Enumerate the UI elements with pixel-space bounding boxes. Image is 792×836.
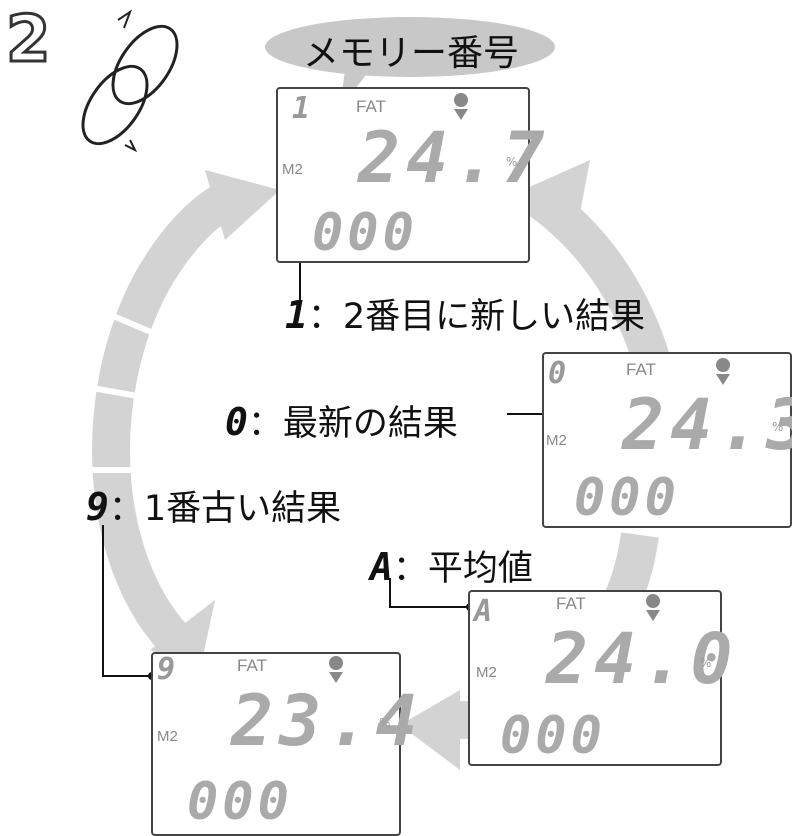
label-text: ：平均値 [392,549,533,589]
mode-label: M2 [476,664,497,681]
fat-value: 24.0 [546,618,739,700]
memory-code: 9 [86,485,109,529]
memory-indicator: 9 [157,652,176,687]
arrowhead-top-right [500,160,590,240]
indicator-triangle-icon [646,610,660,621]
person-icon [454,93,468,107]
person-icon [716,358,730,372]
person-icon [329,656,343,670]
arrow-gap [74,382,161,403]
indicator-triangle-icon [716,374,730,385]
leader-line-oldest [102,525,152,677]
fat-label: FAT [237,656,267,675]
label-newest: 0：最新の結果 [225,395,458,446]
fat-label: FAT [356,97,386,116]
memory-code: 1 [285,293,308,337]
fat-value: 23.4 [231,680,424,762]
arrowhead-top-left [205,170,280,240]
bottom-segments: 000 [500,706,606,766]
memory-indicator: 0 [548,356,567,391]
label-second-newest: 1：2番目に新しい結果 [285,288,645,339]
arrow-gap [78,299,172,343]
indicator-triangle-icon [454,109,468,120]
label-text: ：1番古い結果 [108,489,342,529]
unit-label: % [379,716,391,730]
memory-code: A [370,545,393,589]
cycle-arrow-left [92,183,236,653]
label-average: A：平均値 [370,540,533,591]
lcd-display-top: 1 FAT M2 24.7 % 000 [276,87,545,263]
unit-label: % [772,420,784,434]
memory-indicator: 1 [292,91,311,126]
label-text: ：最新の結果 [247,404,458,444]
unit-label: % [506,155,518,169]
fat-value: 24.7 [358,117,551,199]
leader-line-average [389,578,470,608]
mode-label: M2 [282,161,303,178]
label-oldest: 9：1番古い結果 [86,480,341,531]
person-icon [646,594,660,608]
fat-label: FAT [626,360,656,379]
memory-code: 0 [225,400,248,444]
bottom-segments: 000 [187,772,293,832]
fat-value: 24.3 [622,384,792,466]
bottom-segments: 000 [574,468,680,528]
unit-label: % [700,656,712,670]
memory-indicator: A [474,594,493,629]
label-text: ：2番目に新しい結果 [307,297,646,337]
arrowhead-bottom-mid [400,690,460,770]
scroll-gesture-icon [81,9,179,153]
bottom-segments: 000 [312,203,418,263]
mode-label: M2 [157,728,178,745]
indicator-triangle-icon [329,672,343,683]
memory-number-title: メモリー番号 [302,33,519,74]
mode-label: M2 [546,432,567,449]
step-number: 2 [5,3,53,77]
lcd-display-bottom: 9 FAT M2 23.4 % 000 [151,652,418,836]
fat-label: FAT [556,594,586,613]
lcd-display-middle: A FAT M2 24.0 % 000 [468,590,733,766]
lcd-display-right: 0 FAT M2 24.3 % 000 [542,352,792,528]
